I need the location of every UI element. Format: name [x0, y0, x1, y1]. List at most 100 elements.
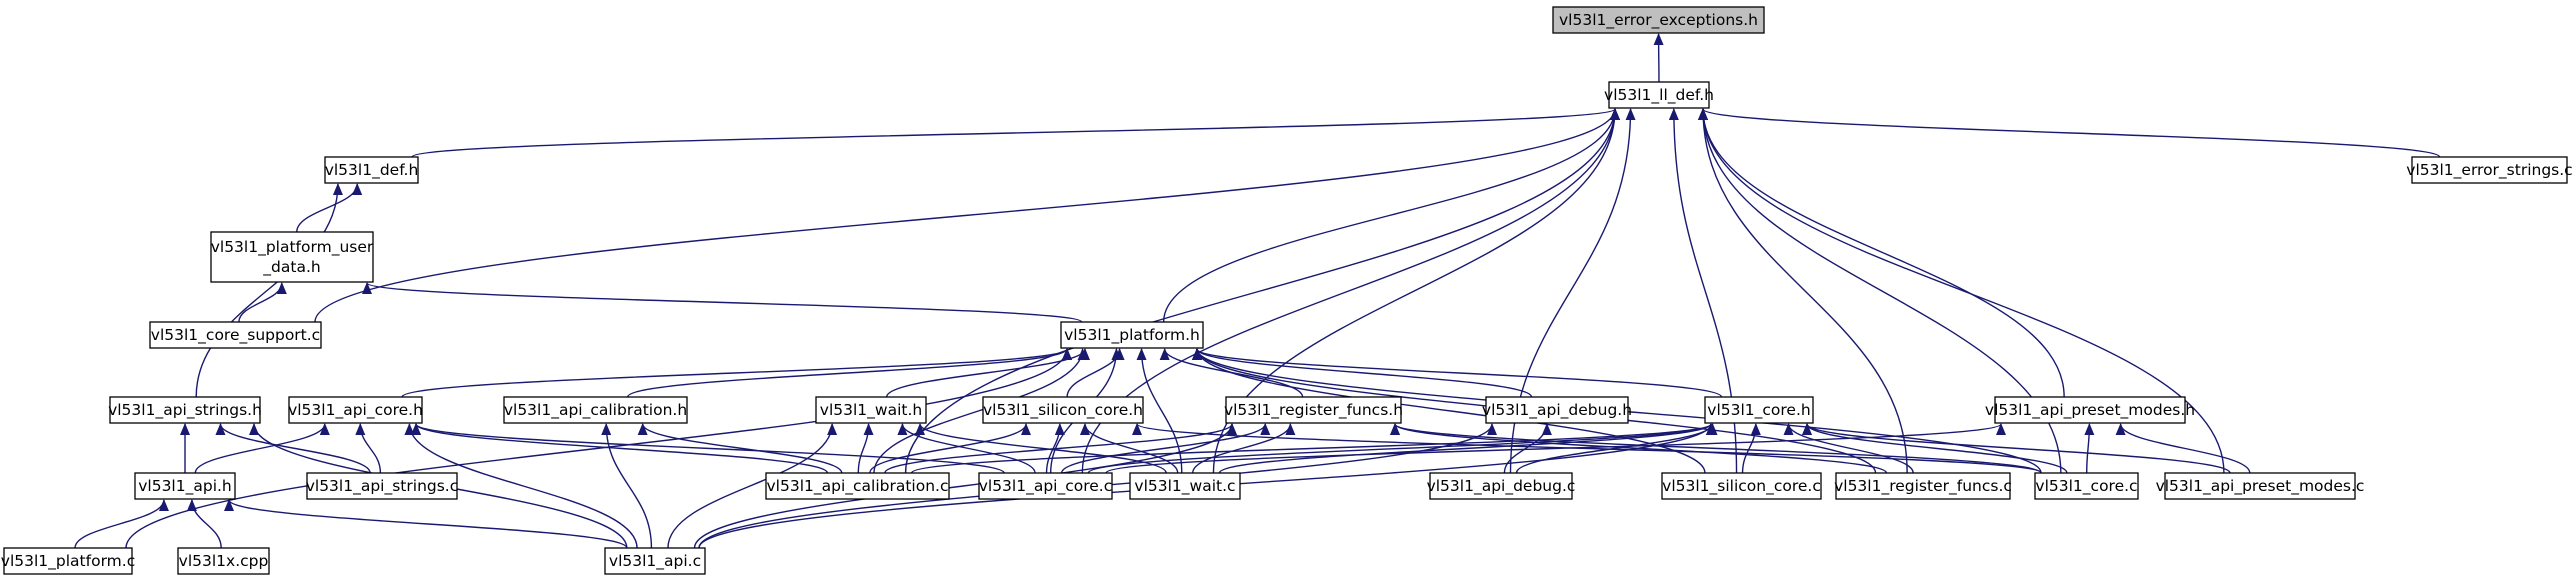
edge-api_core_c-to-core_h [1087, 423, 1716, 474]
edge-line [404, 423, 638, 549]
edge-api_calibration_c-to-api_core_h [411, 423, 829, 474]
edge-platform_h-to-platform_user_data [362, 282, 1083, 323]
node-box [109, 396, 261, 424]
node-box [1994, 396, 2186, 424]
edge-line [626, 348, 1072, 398]
edge-api_preset_modes_c-to-core_h [1802, 423, 2231, 474]
node-register-funcs-h[interactable]: vl53l1_register_funcs.h [1224, 396, 1403, 424]
node-api-calibration-h[interactable]: vl53l1_api_calibration.h [503, 396, 688, 424]
edge-line [1698, 108, 1908, 474]
node-silicon-core-c[interactable]: vl53l1_silicon_core.c [1661, 472, 1822, 500]
node-box [1060, 321, 1204, 349]
edge-api_h-to-api_core_h [194, 423, 330, 474]
edge-line [125, 348, 1072, 549]
node-wait-c[interactable]: vl53l1_wait.c [1129, 472, 1241, 500]
edge-line [1218, 423, 1716, 474]
node-api-debug-h[interactable]: vl53l1_api_debug.h [1482, 396, 1632, 424]
edge-line [897, 423, 1036, 474]
node-box [324, 156, 419, 184]
node-core-h[interactable]: vl53l1_core.h [1704, 396, 1814, 424]
node-api-core-c[interactable]: vl53l1_api_core.c [978, 472, 1113, 500]
edge-wait_c-to-platform_h [1136, 348, 1183, 474]
node-wait-h[interactable]: vl53l1_wait.h [815, 396, 927, 424]
edge-api_core_c-to-api_preset_modes_h [1105, 423, 2006, 474]
node-label: vl53l1_api_debug.c [1427, 477, 1576, 496]
node-box [1485, 396, 1629, 424]
node-box [210, 231, 374, 283]
edge-register_funcs_c-to-core_h [1783, 423, 1914, 474]
edge-silicon_core_c-to-core_h [1741, 423, 1761, 474]
edge-line [1192, 348, 1533, 398]
node-platform-c[interactable]: vl53l1_platform.c [1, 547, 135, 575]
edge-silicon_core_c-to-platform_h [1192, 348, 1706, 474]
node-box [2411, 156, 2568, 184]
node-box [2034, 472, 2139, 500]
node-box [1704, 396, 1814, 424]
node-api-debug-c[interactable]: vl53l1_api_debug.c [1427, 472, 1576, 500]
edge-core_support_c-to-platform_user_data [238, 282, 287, 323]
edge-api_calibration_c-to-ll_def [904, 108, 1620, 474]
node-platform-user-data[interactable]: vl53l1_platform_user_data.h [210, 231, 374, 283]
node-label: vl53l1x.cpp [179, 552, 269, 570]
node-core-support-c[interactable]: vl53l1_core_support.c [149, 321, 322, 349]
node-api-calibration-c[interactable]: vl53l1_api_calibration.c [765, 472, 950, 500]
node-api-strings-c[interactable]: vl53l1_api_strings.c [306, 472, 459, 500]
node-register-funcs-c[interactable]: vl53l1_register_funcs.c [1834, 472, 2012, 500]
node-x-cpp[interactable]: vl53l1x.cpp [177, 547, 270, 575]
edge-core_c-to-silicon_core_h [1132, 423, 2042, 474]
node-api-preset-modes-c[interactable]: vl53l1_api_preset_modes.c [2156, 472, 2365, 500]
node-label: vl53l1_api_preset_modes.h [1985, 401, 2195, 420]
edge-api_calibration_c-to-silicon_core_h [869, 423, 1031, 474]
edge-api_calibration_c-to-api_calibration_h [637, 423, 843, 474]
edge-api_c-to-api_core_h [404, 423, 638, 549]
node-silicon-core-h[interactable]: vl53l1_silicon_core.h [982, 396, 1144, 424]
edge-line [910, 423, 1716, 474]
edge-line [195, 183, 343, 398]
edge-api_preset_modes_h-to-ll_def [1698, 108, 2065, 398]
edge-line [1802, 423, 2231, 474]
node-box [3, 547, 133, 575]
edge-line [362, 282, 1083, 323]
edge-api_debug_h-to-platform_h [1192, 348, 1533, 398]
edge-platform_c-to-api_h [74, 499, 169, 549]
node-api-h[interactable]: vl53l1_api.h [134, 472, 236, 500]
node-label: vl53l1_def.h [325, 161, 419, 180]
edge-api_c-to-api_h [224, 499, 628, 549]
edge-line [667, 423, 838, 549]
edge-line [693, 423, 1237, 549]
edge-error_strings_c-to-ll_def [1698, 108, 2441, 158]
node-api-preset-modes-h[interactable]: vl53l1_api_preset_modes.h [1985, 396, 2195, 424]
edge-api_calibration_c-to-register_funcs_h [884, 423, 1237, 474]
node-label: vl53l1_api_strings.h [108, 401, 262, 420]
edge-api_c-to-api_calibration_h [601, 423, 653, 549]
node-api-c[interactable]: vl53l1_api.c [604, 547, 706, 575]
node-box [306, 472, 458, 500]
edge-core_h-to-platform_h [1192, 348, 1723, 398]
edge-line [1136, 348, 1183, 474]
edge-line [1192, 423, 1296, 474]
node-api-strings-h[interactable]: vl53l1_api_strings.h [108, 396, 262, 424]
edge-api_calibration_c-to-core_h [910, 423, 1716, 474]
node-platform-h[interactable]: vl53l1_platform.h [1060, 321, 1204, 349]
node-box [765, 472, 950, 500]
edge-line [1087, 423, 1716, 474]
node-box [1661, 472, 1822, 500]
edge-line [194, 423, 330, 474]
node-error-strings-c[interactable]: vl53l1_error_strings.c [2406, 156, 2572, 184]
edge-x_cpp-to-api_h [186, 499, 222, 549]
edge-wait_c-to-register_funcs_h [1192, 423, 1296, 474]
edge-line [1162, 108, 1620, 323]
node-label: vl53l1_ll_def.h [1604, 86, 1714, 105]
node-label: vl53l1_register_funcs.c [1834, 477, 2012, 496]
node-label: vl53l1_silicon_core.h [983, 401, 1143, 420]
node-ll-def[interactable]: vl53l1_ll_def.h [1604, 81, 1714, 109]
edge-line [885, 348, 1090, 398]
node-label: vl53l1_api.c [609, 552, 701, 571]
node-core-c[interactable]: vl53l1_core.c [2034, 472, 2139, 500]
edge-platform_h-to-ll_def [1162, 108, 1620, 323]
node-def-h[interactable]: vl53l1_def.h [324, 156, 419, 184]
edge-line [1783, 423, 1914, 474]
node-box [982, 396, 1144, 424]
node-api-core-h[interactable]: vl53l1_api_core.h [288, 396, 423, 424]
node-label: vl53l1_wait.h [820, 401, 922, 420]
